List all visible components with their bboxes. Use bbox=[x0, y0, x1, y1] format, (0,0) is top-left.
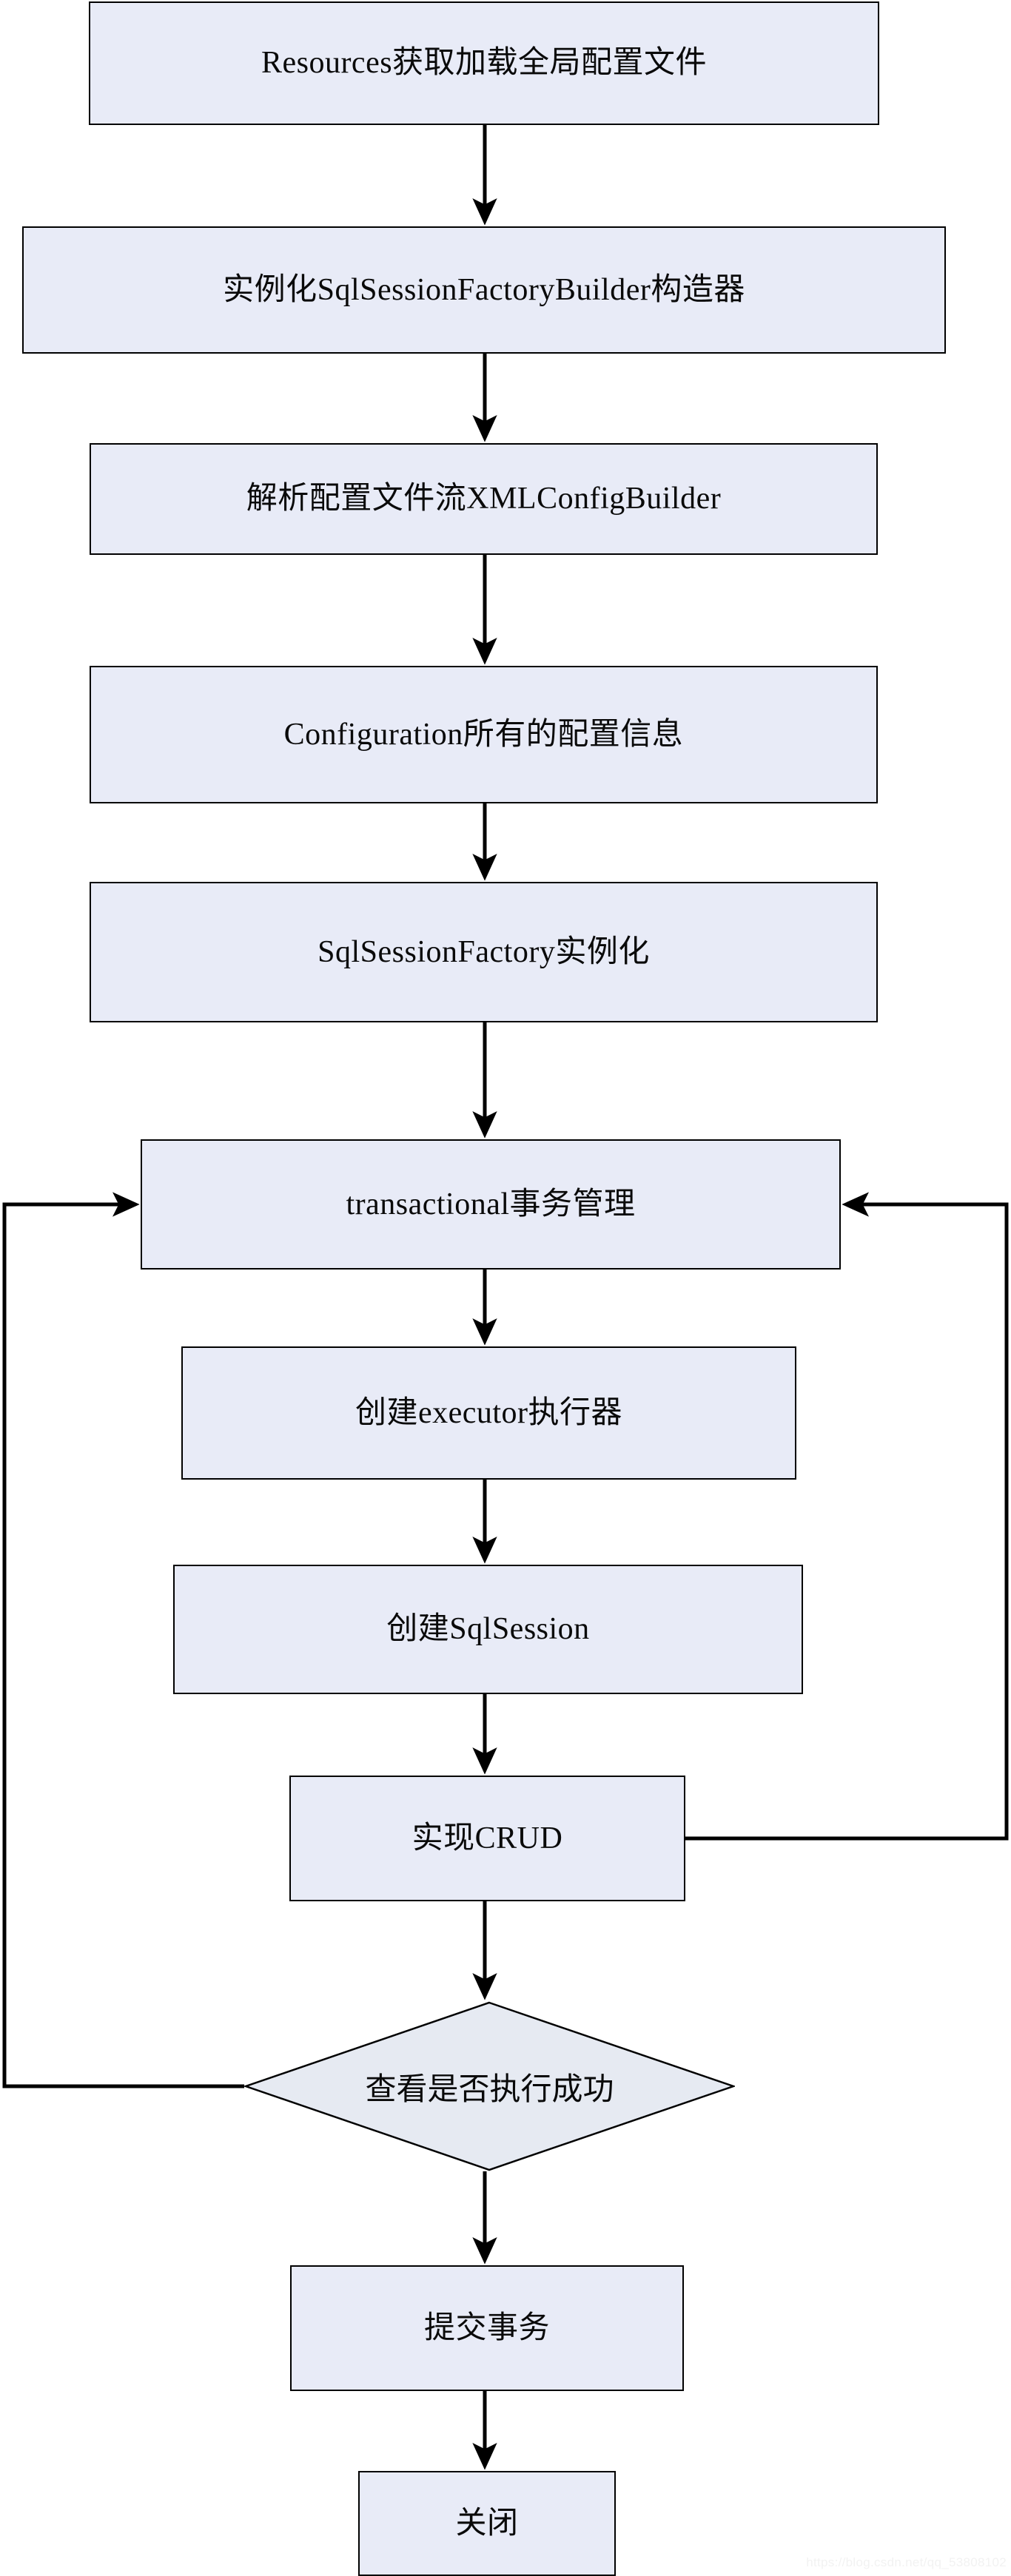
node-create-executor[interactable]: 创建executor执行器 bbox=[181, 1346, 796, 1480]
node-sqlsessionfactorybuilder[interactable]: 实例化SqlSessionFactoryBuilder构造器 bbox=[22, 226, 946, 354]
node-check-success[interactable]: 查看是否执行成功 bbox=[244, 2001, 735, 2171]
node-check-success-label: 查看是否执行成功 bbox=[365, 2072, 614, 2107]
node-create-sqlsession[interactable]: 创建SqlSession bbox=[173, 1565, 803, 1694]
node-sqlsessionfactory[interactable]: SqlSessionFactory实例化 bbox=[90, 882, 878, 1022]
edge-n9-n6-loop-right bbox=[685, 1192, 1009, 1841]
diamond-shape bbox=[244, 2001, 735, 2171]
node-resources-load-config[interactable]: Resources获取加载全局配置文件 bbox=[89, 1, 879, 125]
watermark: https://blog.csdn.net/qq_53808102 bbox=[806, 2555, 1007, 2569]
node-configuration[interactable]: Configuration所有的配置信息 bbox=[90, 666, 878, 803]
node-transactional[interactable]: transactional事务管理 bbox=[141, 1139, 841, 1270]
node-xmlconfigbuilder[interactable]: 解析配置文件流XMLConfigBuilder bbox=[90, 443, 878, 555]
node-commit-transaction[interactable]: 提交事务 bbox=[290, 2265, 684, 2391]
node-close[interactable]: 关闭 bbox=[358, 2471, 616, 2576]
node-crud[interactable]: 实现CRUD bbox=[289, 1776, 685, 1901]
